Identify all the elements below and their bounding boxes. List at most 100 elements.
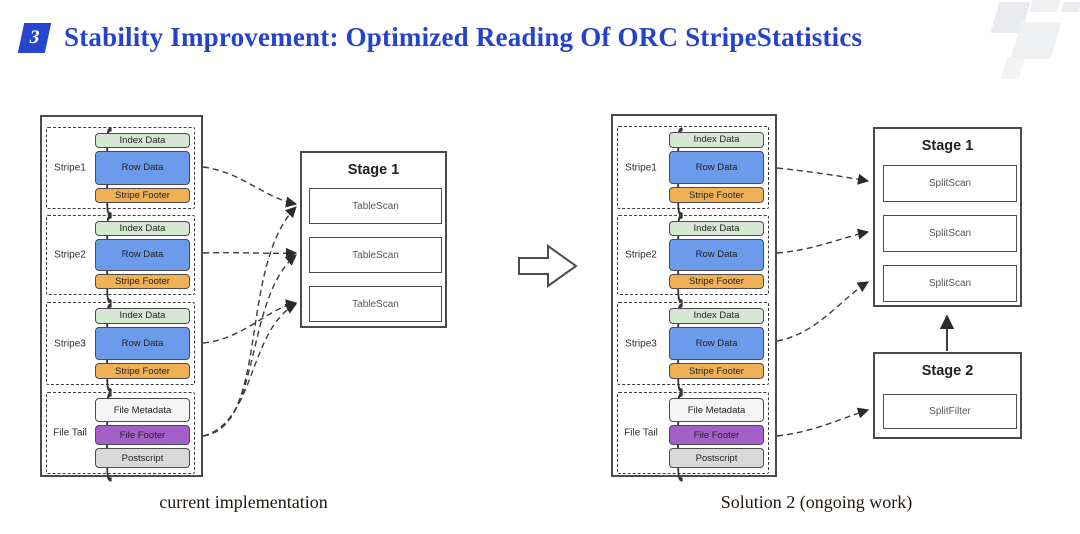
splitscan-label: SplitScan [928, 278, 972, 289]
right-caption: Solution 2 (ongoing work) [720, 492, 913, 512]
splitscan-box-3: SplitScan [883, 265, 1017, 302]
arrow-stripe1-to-splitscan1 [776, 167, 870, 185]
stripe-footer-box: Stripe Footer [95, 363, 190, 379]
stripe-footer-label: Stripe Footer [115, 189, 170, 201]
decor-parallelogram [1029, 0, 1061, 12]
row-data-label: Row Data [695, 249, 738, 261]
stripe-footer-label: Stripe Footer [115, 275, 170, 287]
arrow-filefooter-to-tablescan3 [202, 303, 297, 437]
file-footer-label: File Footer [693, 429, 740, 441]
row-data-label: Row Data [121, 249, 164, 261]
row-data-box: Row Data [669, 239, 764, 271]
stripe2-stack: Index Data Row Data Stripe Footer [669, 221, 764, 289]
arrow-stripe2-to-splitscan2 [776, 228, 870, 254]
orc-file-box-right: Stripe1 { Index Data Row Data Stripe Foo… [611, 114, 777, 481]
file-metadata-box: File Metadata [95, 398, 190, 423]
index-data-box: Index Data [669, 221, 764, 237]
file-tail-group: File Tail { File Metadata File Footer Po… [617, 385, 769, 481]
row-data-box: Row Data [95, 151, 190, 185]
arrow-stripe3-to-splitscan3 [776, 281, 869, 342]
row-data-label: Row Data [121, 338, 164, 349]
index-data-box: Index Data [95, 308, 190, 324]
page-title: Stability Improvement: Optimized Reading… [64, 22, 863, 52]
index-data-label: Index Data [119, 310, 166, 322]
stripe1-stack: Index Data Row Data Stripe Footer [95, 133, 190, 203]
stage2-box-right: Stage 2 SplitFilter [873, 352, 1022, 439]
tablescan-label: TableScan [352, 298, 399, 310]
stage1-title-right: Stage 1 [921, 138, 974, 154]
index-data-box: Index Data [669, 132, 764, 148]
postscript-box: Postscript [95, 448, 190, 468]
file-footer-box: File Footer [95, 425, 190, 446]
stripe-footer-label: Stripe Footer [115, 365, 170, 377]
index-data-box: Index Data [95, 221, 190, 237]
splitscan-label: SplitScan [928, 178, 972, 189]
index-data-label: Index Data [119, 223, 166, 234]
file-tail-stack: File Metadata File Footer Postscript [669, 398, 764, 468]
tablescan-box-2: TableScan [309, 237, 442, 273]
stripe3-group: Stripe3 { Index Data Row Data Stripe Foo… [617, 296, 769, 392]
stripe1-group: Stripe1 { Index Data Row Data Stripe Foo… [46, 120, 195, 216]
stripe2-group: Stripe2 { Index Data Row Data Stripe Foo… [46, 207, 195, 303]
tablescan-box-1: TableScan [309, 188, 442, 224]
stage1-title-left: Stage 1 [347, 162, 400, 178]
stage2-title-right: Stage 2 [921, 363, 974, 379]
row-data-box: Row Data [669, 326, 764, 361]
file-tail-group: File Tail { File Metadata File Footer Po… [46, 385, 195, 481]
splitscan-label: SplitScan [928, 228, 972, 239]
file-tail-stack: File Metadata File Footer Postscript [95, 398, 190, 468]
orc-file-box-left: Stripe1 { Index Data Row Data Stripe Foo… [40, 115, 203, 481]
stripe2-stack: Index Data Row Data Stripe Footer [95, 221, 190, 289]
tablescan-box-3: TableScan [309, 286, 442, 322]
stripe3-label: Stripe3 [625, 338, 657, 349]
stripe3-label: Stripe3 [54, 338, 86, 349]
stripe-footer-box: Stripe Footer [669, 273, 764, 289]
stripe-footer-box: Stripe Footer [669, 363, 764, 379]
file-tail-label: File Tail [624, 427, 658, 439]
arrow-filefooter-to-tablescan1 [202, 206, 297, 437]
row-data-label: Row Data [121, 162, 164, 174]
left-caption: current implementation [159, 492, 328, 512]
stripe-footer-box: Stripe Footer [95, 273, 190, 289]
stripe2-group: Stripe2 { Index Data Row Data Stripe Foo… [617, 207, 769, 303]
arrow-stripe2-to-tablescan2 [202, 247, 298, 259]
row-data-box: Row Data [95, 326, 190, 361]
transition-arrow [518, 244, 578, 288]
stripe1-stack: Index Data Row Data Stripe Footer [669, 132, 764, 203]
index-data-label: Index Data [693, 223, 740, 234]
row-data-box: Row Data [95, 239, 190, 271]
stripe2-label: Stripe2 [54, 249, 86, 261]
tablescan-label: TableScan [352, 200, 399, 212]
arrow-stripe1-to-tablescan1 [202, 166, 298, 208]
arrow-stripe3-to-tablescan3 [202, 299, 298, 344]
row-data-label: Row Data [695, 338, 738, 349]
postscript-label: Postscript [695, 452, 738, 464]
stripe-footer-label: Stripe Footer [689, 189, 744, 201]
file-tail-label: File Tail [53, 427, 87, 439]
index-data-label: Index Data [693, 310, 740, 322]
file-footer-label: File Footer [119, 429, 166, 441]
splitfilter-box: SplitFilter [883, 394, 1017, 429]
stripe-footer-box: Stripe Footer [669, 187, 764, 203]
row-data-label: Row Data [695, 162, 738, 173]
slide-number-badge: 3 [17, 23, 52, 53]
index-data-label: Index Data [119, 135, 166, 147]
decor-parallelogram [1060, 2, 1080, 12]
stripe1-group: Stripe1 { Index Data Row Data Stripe Foo… [617, 120, 769, 216]
stripe1-label: Stripe1 [54, 162, 86, 174]
splitscan-box-2: SplitScan [883, 215, 1017, 252]
splitscan-box-1: SplitScan [883, 165, 1017, 202]
stripe3-stack: Index Data Row Data Stripe Footer [669, 308, 764, 379]
stripe-footer-box: Stripe Footer [95, 187, 190, 203]
stripe3-stack: Index Data Row Data Stripe Footer [95, 308, 190, 379]
file-footer-box: File Footer [669, 425, 764, 446]
index-data-box: Index Data [669, 308, 764, 324]
splitfilter-label: SplitFilter [929, 406, 971, 417]
row-data-box: Row Data [669, 150, 764, 185]
stage1-box-left: Stage 1 TableScan TableScan TableScan [300, 151, 447, 328]
stripe-footer-label: Stripe Footer [689, 275, 744, 287]
arrow-filefooter-to-splitfilter [776, 407, 870, 437]
file-metadata-box: File Metadata [669, 398, 764, 423]
stripe-footer-label: Stripe Footer [689, 365, 744, 377]
